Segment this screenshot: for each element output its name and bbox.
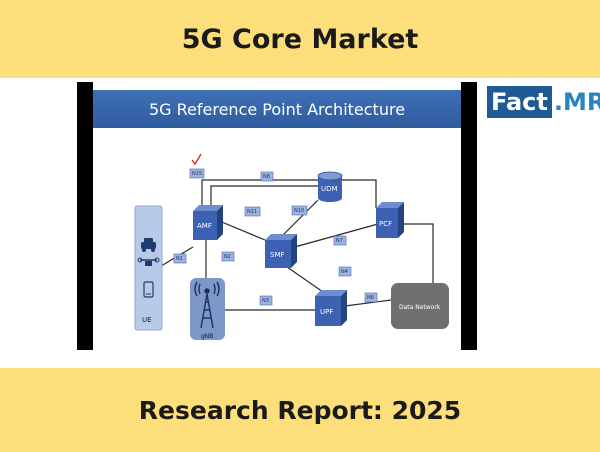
factmr-logo: Fact .MR: [487, 86, 600, 118]
upf-label: UPF: [320, 308, 333, 316]
if-n1: N1: [173, 253, 187, 264]
interface-labels: N15 N8 N11 N10 N7: [173, 168, 378, 306]
line-n6: [344, 299, 392, 307]
bottom-banner: Research Report: 2025: [0, 368, 600, 452]
top-banner: 5G Core Market: [0, 0, 600, 78]
if-n6: N6: [364, 292, 378, 303]
car-icon: [141, 238, 156, 252]
line-n11: [216, 219, 266, 241]
slide-title-bar: 5G Reference Point Architecture: [93, 90, 461, 128]
ue-label: UE: [142, 316, 152, 324]
line-n15: [201, 179, 377, 221]
connection-lines: [150, 179, 434, 311]
gnb-node: gNB: [190, 278, 225, 340]
phone-icon: [143, 281, 154, 298]
gnb-label: gNB: [201, 333, 213, 340]
svg-text:N4: N4: [341, 269, 348, 275]
page-subtitle: Research Report: 2025: [138, 395, 462, 425]
smf-node: SMF: [265, 234, 297, 268]
page-title: 5G Core Market: [181, 23, 419, 55]
line-n10: [277, 199, 319, 241]
pcf-label: PCF: [379, 220, 392, 228]
if-n10: N10: [291, 205, 308, 216]
line-pcf-dn: [396, 223, 434, 283]
data-network-label: Data Network: [399, 304, 441, 311]
architecture-diagram: UE gNB: [134, 153, 449, 340]
ue-node: UE: [134, 205, 163, 331]
slide-content: 5G Reference Point Architecture: [93, 82, 461, 350]
if-n2: N2: [221, 251, 235, 262]
svg-text:N6: N6: [367, 295, 374, 301]
udm-node: UDM: [317, 171, 343, 202]
udm-label: UDM: [321, 185, 338, 193]
slide-frame: 5G Reference Point Architecture: [77, 82, 477, 350]
upf-node: UPF: [315, 290, 347, 326]
svg-text:N15: N15: [192, 171, 202, 177]
data-network-node: Data Network: [391, 283, 449, 329]
if-n4: N4: [338, 266, 352, 277]
if-n3: N3: [259, 295, 273, 306]
slide-title: 5G Reference Point Architecture: [148, 99, 406, 119]
pcf-node: PCF: [376, 202, 404, 238]
amf-node: AMF: [193, 205, 223, 240]
smf-label: SMF: [270, 251, 285, 259]
svg-text:N1: N1: [176, 256, 183, 262]
logo-text-fact: Fact: [487, 86, 552, 118]
svg-text:N8: N8: [263, 174, 270, 180]
drone-icon: [137, 257, 160, 266]
if-n8: N8: [260, 171, 274, 182]
line-n8: [210, 185, 318, 211]
if-n15: N15: [189, 168, 205, 179]
svg-text:N3: N3: [262, 298, 269, 304]
amf-label: AMF: [197, 222, 212, 230]
logo-text-mr: .MR: [553, 88, 600, 116]
check-mark-icon: [191, 153, 202, 166]
cell-tower-icon: [194, 281, 220, 329]
svg-text:N10: N10: [294, 208, 304, 214]
svg-text:N11: N11: [247, 209, 257, 215]
if-n7: N7: [333, 235, 347, 246]
if-n11: N11: [244, 206, 261, 217]
svg-text:N7: N7: [336, 238, 343, 244]
svg-text:N2: N2: [224, 254, 231, 260]
